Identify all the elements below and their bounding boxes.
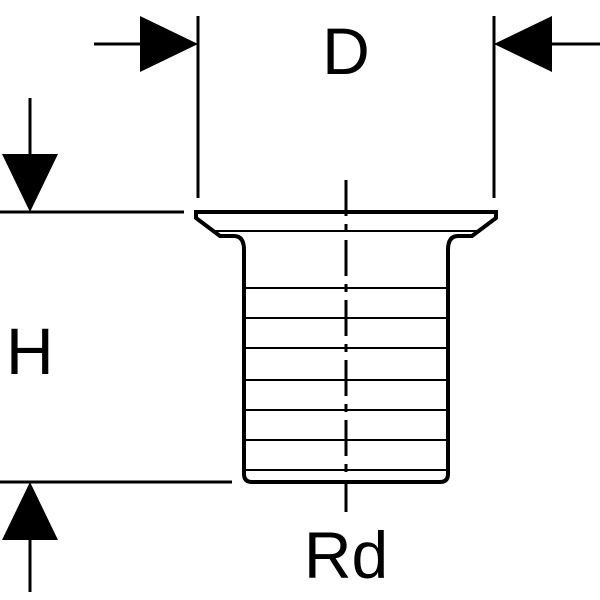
diameter-dimension: D <box>94 14 600 198</box>
arrowhead-right-icon <box>140 16 198 72</box>
arrowhead-left-icon <box>494 16 552 72</box>
height-label: H <box>6 314 54 388</box>
arrowhead-up-icon <box>2 482 58 540</box>
arrowhead-down-icon <box>2 154 58 212</box>
flange-profile <box>194 210 498 484</box>
diameter-label: D <box>322 14 370 88</box>
height-dimension: H <box>0 98 232 592</box>
thread-label: Rd <box>304 518 388 592</box>
